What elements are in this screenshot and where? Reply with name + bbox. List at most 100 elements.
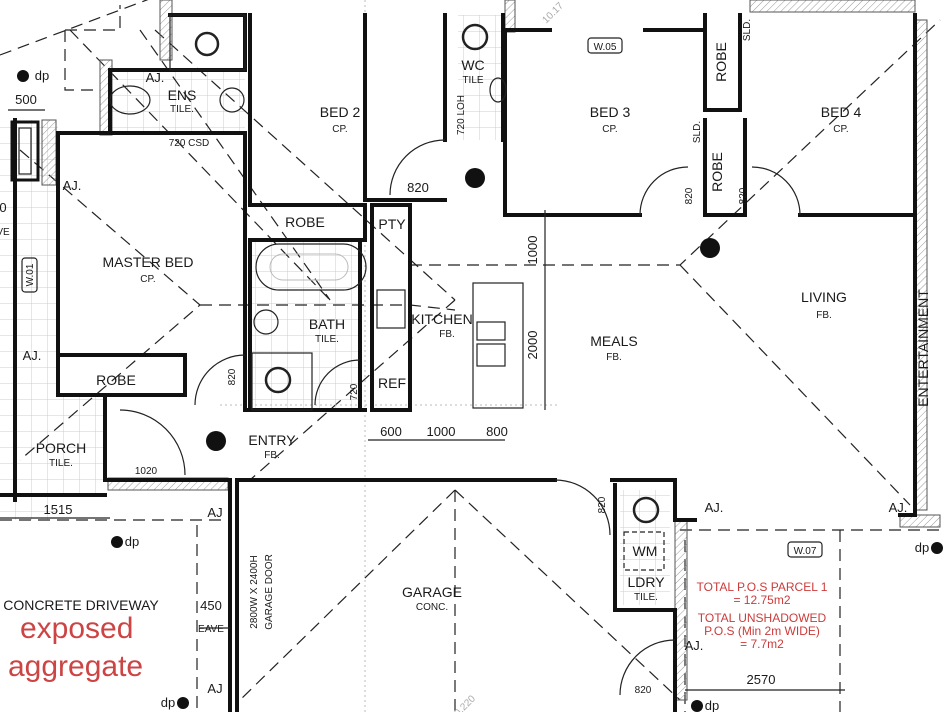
dimension-820: 820 bbox=[227, 368, 238, 385]
room-finish-living: FB. bbox=[816, 310, 832, 321]
tiled-areas bbox=[0, 15, 670, 605]
dp-label: dp bbox=[705, 698, 719, 712]
aj-label: AJ. bbox=[23, 348, 42, 363]
room-name-garage: GARAGE bbox=[402, 584, 462, 600]
sliding-door-label: SLD. bbox=[692, 121, 703, 143]
dimension-partial: 0 bbox=[0, 200, 7, 215]
aj-label: AJ bbox=[207, 681, 222, 696]
note-exposed: exposed bbox=[20, 612, 133, 645]
dimension-1020: 1020 bbox=[135, 466, 158, 477]
room-finish-bed4: CP. bbox=[833, 124, 848, 135]
survey-marks bbox=[17, 70, 943, 712]
toilet-basin bbox=[489, 77, 507, 103]
dp-label: dp bbox=[915, 540, 929, 555]
boundary-dimension: 10.220 bbox=[449, 693, 479, 712]
room-finish-garage: CONC. bbox=[416, 602, 448, 613]
room-name-bed2: BED 2 bbox=[320, 104, 361, 120]
downpipe-icon bbox=[17, 70, 29, 82]
aj-label: AJ. bbox=[705, 500, 724, 515]
note-aggregate: aggregate bbox=[8, 650, 143, 683]
csd-label: 720 CSD bbox=[169, 138, 210, 149]
dimension-820: 820 bbox=[738, 187, 749, 204]
window-tag-labels: W.05 W.07 W.01 bbox=[25, 42, 817, 557]
room-finish-porch: TILE. bbox=[49, 458, 73, 469]
window-tag-w01: W.01 bbox=[25, 263, 36, 286]
window-tag-w07: W.07 bbox=[794, 546, 817, 557]
downpipe-icon bbox=[177, 697, 189, 709]
eave-label: EAVE bbox=[198, 624, 224, 635]
room-finish-wc: TILE bbox=[462, 75, 483, 86]
downpipe-icon bbox=[931, 542, 943, 554]
smoke-alarm-icon bbox=[465, 168, 485, 188]
room-name-bed4: BED 4 bbox=[821, 104, 862, 120]
dimension-800: 800 bbox=[486, 424, 508, 439]
dp-label: dp bbox=[35, 68, 49, 83]
pos-annotation: TOTAL P.O.S PARCEL 1 = 12.75m2 TOTAL UNS… bbox=[697, 580, 828, 651]
dimension-450: 450 bbox=[200, 598, 222, 613]
room-name-living: LIVING bbox=[801, 289, 847, 305]
room-name-ldry: LDRY bbox=[627, 574, 665, 590]
room-finish-ldry: TILE. bbox=[634, 592, 658, 603]
sliding-door-label: SLD. bbox=[742, 19, 753, 41]
room-finish-bed2: CP. bbox=[332, 124, 347, 135]
basin bbox=[253, 309, 279, 335]
window-tags bbox=[21, 37, 823, 558]
dimension-1000: 1000 bbox=[427, 424, 456, 439]
pos-unshadowed-line: P.O.S (Min 2m WIDE) bbox=[704, 624, 820, 638]
room-name-ens: ENS bbox=[168, 87, 197, 103]
robe-label: ROBE bbox=[709, 152, 725, 192]
room-finish-entry: FB. bbox=[264, 450, 280, 461]
dimension-2000: 2000 bbox=[525, 331, 540, 360]
dimension-600: 600 bbox=[380, 424, 402, 439]
dimension-720: 720 bbox=[349, 383, 360, 400]
washing-machine-label: WM bbox=[633, 543, 658, 559]
pos-unshadowed-value: = 7.7m2 bbox=[740, 637, 784, 651]
dimension-820: 820 bbox=[597, 496, 608, 513]
basin bbox=[219, 87, 245, 113]
room-name-entry: ENTRY bbox=[248, 432, 296, 448]
room-finish-bed3: CP. bbox=[602, 124, 617, 135]
robe-label: ROBE bbox=[285, 214, 325, 230]
room-name-bed3: BED 3 bbox=[590, 104, 631, 120]
smoke-alarm-icon bbox=[700, 238, 720, 258]
toilet bbox=[109, 85, 151, 115]
driveway-label: CONCRETE DRIVEWAY bbox=[3, 597, 159, 613]
aj-label: AJ. bbox=[146, 70, 165, 85]
aj-label: AJ. bbox=[889, 500, 908, 515]
dimension-500: 500 bbox=[15, 92, 37, 107]
pos-total-value: = 12.75m2 bbox=[733, 593, 790, 607]
robe-label: ROBE bbox=[713, 42, 729, 82]
aj-label: AJ. bbox=[63, 178, 82, 193]
dp-label: dp bbox=[161, 695, 175, 710]
dimension-820: 820 bbox=[635, 685, 652, 696]
room-labels: BED 2 CP. BED 3 CP. BED 4 CP. MASTER BED… bbox=[36, 57, 862, 613]
room-name-meals: MEALS bbox=[590, 333, 637, 349]
room-name-porch: PORCH bbox=[36, 440, 87, 456]
dimension-820: 820 bbox=[407, 180, 429, 195]
loh-label: 720 LOH bbox=[456, 95, 467, 135]
robe-label: ROBE bbox=[96, 372, 136, 388]
downpipe-icon bbox=[111, 536, 123, 548]
downpipe-icon bbox=[691, 700, 703, 712]
smoke-alarm-icon bbox=[206, 431, 226, 451]
room-finish-ens: TILE. bbox=[170, 104, 194, 115]
fixtures bbox=[109, 14, 665, 571]
room-name-bath: BATH bbox=[309, 316, 345, 332]
dimension-2570: 2570 bbox=[747, 672, 776, 687]
bathtub bbox=[255, 243, 367, 291]
handwritten-note: exposed aggregate bbox=[8, 612, 143, 683]
aj-label: AJ bbox=[207, 505, 222, 520]
room-finish-bath: TILE. bbox=[315, 334, 339, 345]
aj-label: AJ. bbox=[685, 638, 704, 653]
room-name-master: MASTER BED bbox=[102, 254, 193, 270]
window-tag-w05: W.05 bbox=[594, 42, 617, 53]
dimension-lines bbox=[0, 109, 845, 691]
garage-door-label: 2800W X 2400H bbox=[249, 555, 260, 628]
room-name-kitchen: KITCHEN bbox=[411, 311, 472, 327]
room-finish-master: CP. bbox=[140, 274, 155, 285]
pos-total-line: TOTAL P.O.S PARCEL 1 bbox=[697, 580, 828, 594]
dimension-820: 820 bbox=[684, 187, 695, 204]
entertainment-label: ENTERTAINMENT bbox=[915, 289, 931, 407]
walls bbox=[0, 13, 917, 712]
